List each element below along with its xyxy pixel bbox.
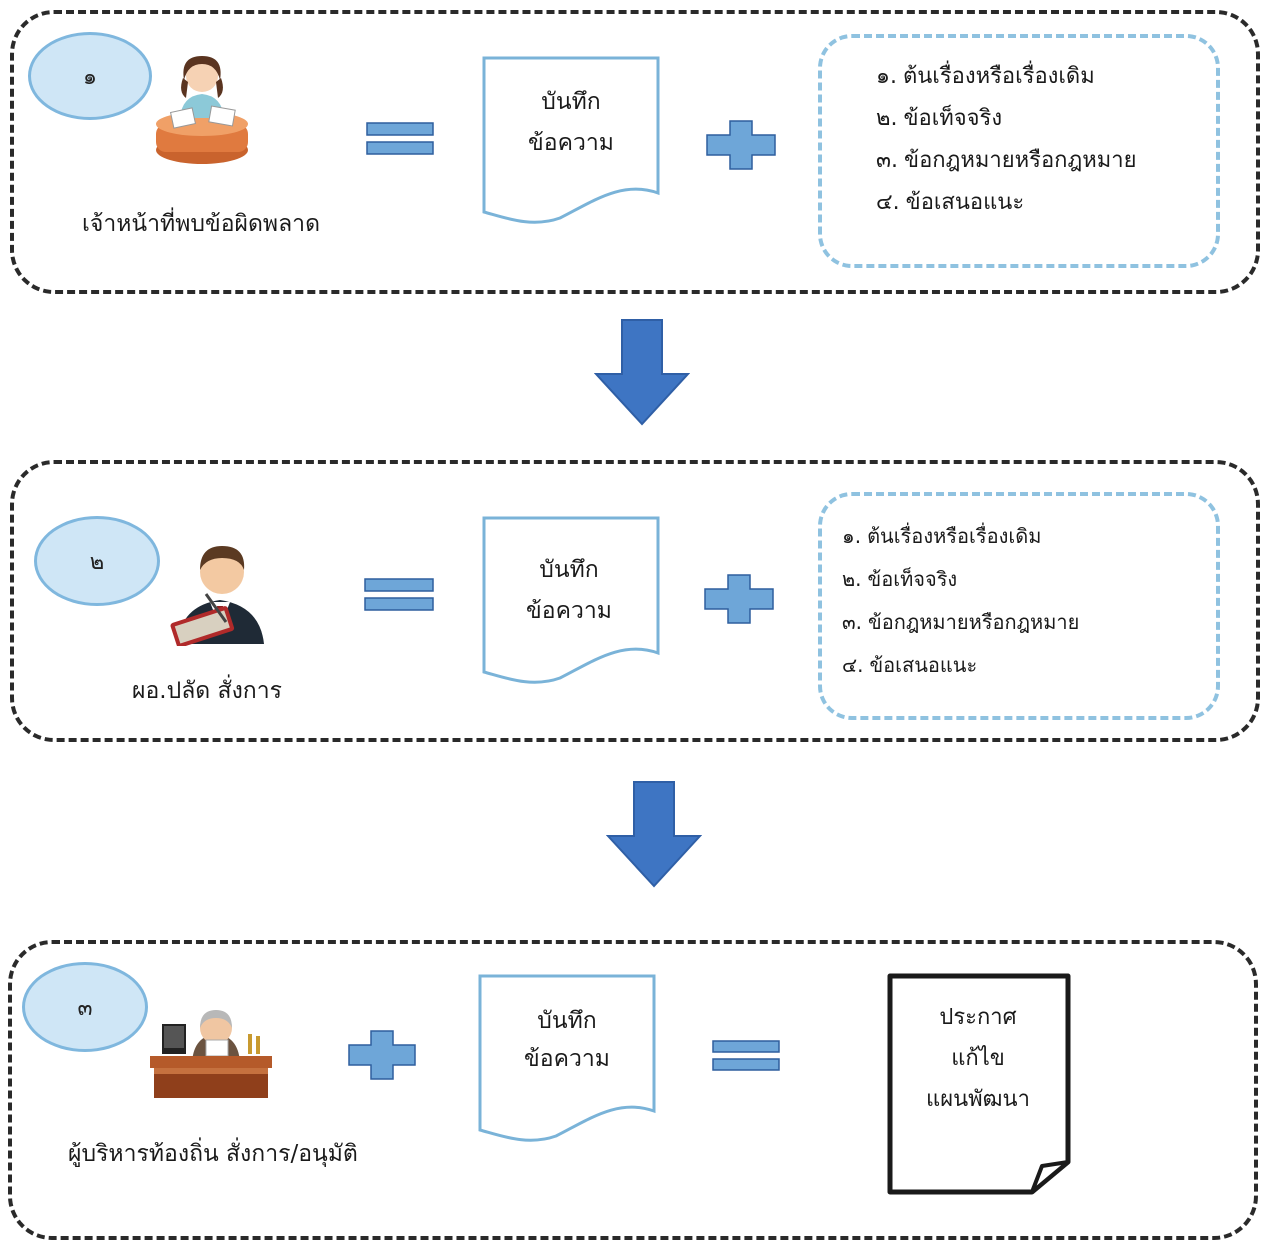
equals-icon <box>364 578 434 611</box>
step-1-number: ๑ <box>83 64 97 90</box>
memo-line-2: ข้อความ <box>528 130 614 156</box>
step-1-memo-label: บันทึก ข้อความ <box>482 82 660 164</box>
down-arrow-icon <box>594 319 690 426</box>
step-1-actor-label: เจ้าหน้าที่พบข้อผิดพลาด <box>82 211 321 237</box>
step-2-actor-label: ผอ.ปลัด สั่งการ <box>132 678 283 704</box>
step-1-panel <box>10 10 1260 294</box>
memo-document-icon <box>482 56 660 224</box>
step-2-memo-label: บันทึก ข้อความ <box>480 550 658 632</box>
step-1-number-badge: ๑ <box>28 32 152 120</box>
result-line-1: ประกาศ <box>939 1005 1017 1030</box>
list-item: ๒.ข้อเท็จจริง <box>842 567 958 591</box>
list-item: ๔.ข้อเสนอแนะ <box>842 653 978 677</box>
step-2-content-box <box>818 492 1220 720</box>
memo-line-2: ข้อความ <box>526 598 612 624</box>
list-item: ๓.ข้อกฎหมายหรือกฎหมาย <box>876 148 1137 173</box>
step-2-number-badge: ๒ <box>34 516 160 606</box>
plus-icon <box>348 1030 416 1080</box>
memo-line-1: บันทึก <box>539 557 599 583</box>
plus-icon <box>706 120 776 170</box>
result-document-text: ประกาศ แก้ไข แผนพัฒนา <box>890 997 1066 1120</box>
step-3-actor-label: ผู้บริหารท้องถิ่น สั่งการ/อนุมัติ <box>68 1141 358 1167</box>
executive-at-desk-icon <box>150 1010 272 1098</box>
equals-icon <box>712 1040 780 1071</box>
equals-icon <box>366 122 434 155</box>
step-3-number-badge: ๓ <box>22 962 148 1052</box>
memo-line-2: ข้อความ <box>524 1046 610 1072</box>
memo-line-1: บันทึก <box>537 1008 597 1034</box>
down-arrow-icon <box>606 781 702 888</box>
male-official-icon <box>170 546 264 646</box>
step-2-panel <box>10 460 1260 742</box>
result-line-2: แก้ไข <box>951 1046 1005 1071</box>
step-1-content-box <box>818 34 1220 268</box>
plus-icon <box>704 574 774 624</box>
female-clerk-icon <box>156 56 248 164</box>
step-3-number: ๓ <box>77 995 93 1021</box>
step-2-number: ๒ <box>89 549 105 575</box>
memo-document-icon <box>482 516 660 684</box>
step-2-content-list: ๑.ต้นเรื่องหรือเรื่องเดิม ๒.ข้อเท็จจริง … <box>842 515 1079 687</box>
list-item: ๑.ต้นเรื่องหรือเรื่องเดิม <box>842 524 1042 548</box>
memo-line-1: บันทึก <box>541 89 601 115</box>
list-item: ๒.ข้อเท็จจริง <box>876 106 1003 131</box>
announcement-document-icon <box>887 973 1071 1195</box>
list-item: ๓.ข้อกฎหมายหรือกฎหมาย <box>842 610 1080 634</box>
list-item: ๑.ต้นเรื่องหรือเรื่องเดิม <box>876 64 1095 89</box>
list-item: ๔.ข้อเสนอแนะ <box>876 190 1025 215</box>
step-1-content-list: ๑.ต้นเรื่องหรือเรื่องเดิม ๒.ข้อเท็จจริง … <box>876 56 1137 224</box>
step-3-memo-label: บันทึก ข้อความ <box>478 1002 656 1078</box>
memo-document-icon <box>478 974 656 1142</box>
result-line-3: แผนพัฒนา <box>926 1087 1030 1112</box>
